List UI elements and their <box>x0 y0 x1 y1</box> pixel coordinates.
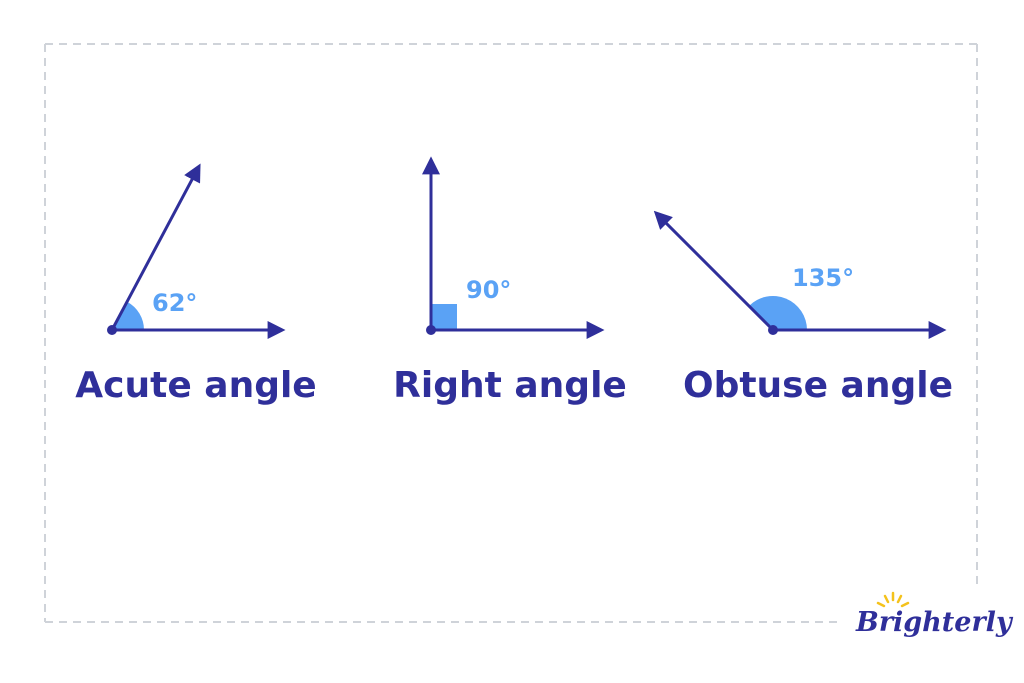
acute-angle-marker <box>112 301 144 330</box>
acute-angle-slanted-ray <box>110 163 201 331</box>
obtuse-angle-slanted-ray <box>653 210 775 332</box>
logo-text: Brighterly <box>855 607 1014 638</box>
acute-angle-measure: 62° <box>152 289 197 317</box>
right-angle-panel: 90° Right angle <box>393 156 627 406</box>
acute-angle-name: Acute angle <box>75 365 316 406</box>
obtuse-angle-measure: 135° <box>792 264 854 292</box>
brighterly-logo: Brighterly <box>855 591 1014 638</box>
acute-angle-panel: 62° Acute angle <box>75 163 317 406</box>
obtuse-angle-marker <box>748 295 807 330</box>
acute-angle-vertex <box>107 325 117 335</box>
right-angle-vertex <box>426 325 436 335</box>
dashed-frame <box>44 43 978 623</box>
right-angle-marker <box>431 304 457 330</box>
obtuse-angle-panel: 135° Obtuse angle <box>653 210 953 406</box>
obtuse-angle-name: Obtuse angle <box>683 365 953 406</box>
right-angle-measure: 90° <box>466 276 511 304</box>
obtuse-angle-vertex <box>768 325 778 335</box>
right-angle-name: Right angle <box>393 365 627 406</box>
sun-rays-icon <box>876 591 910 608</box>
